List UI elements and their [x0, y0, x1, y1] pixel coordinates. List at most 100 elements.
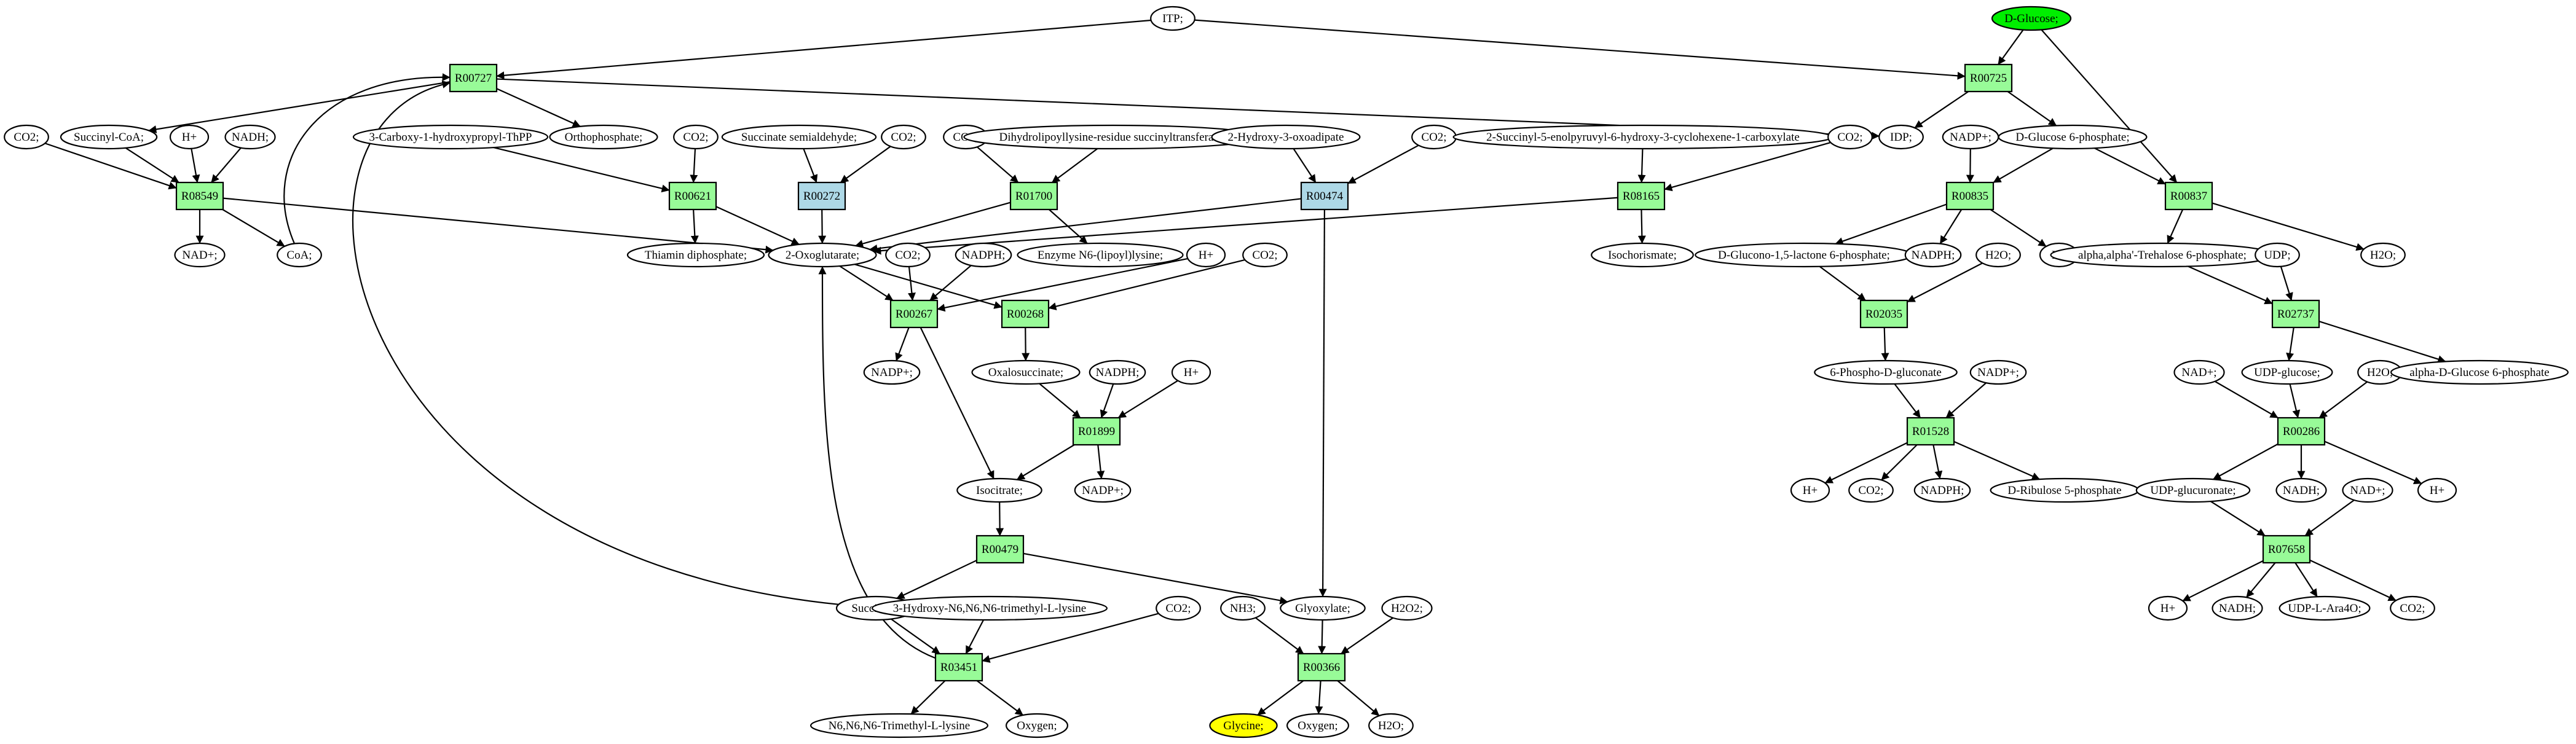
reaction-node[interactable]: R00286: [2277, 417, 2326, 446]
compound-node[interactable]: CoA;: [277, 242, 322, 268]
compound-node[interactable]: N6,N6,N6-Trimethyl-L-lysine: [809, 713, 988, 738]
reaction-node[interactable]: R01528: [1906, 417, 1955, 446]
start-compound-node[interactable]: D-Glucose;: [1991, 6, 2072, 31]
compound-node[interactable]: D-Glucose 6-phosphate;: [1998, 124, 2148, 150]
node-label: Enzyme N6-(lipoyl)lysine;: [1038, 249, 1163, 262]
compound-node[interactable]: UDP;: [2255, 242, 2300, 268]
reaction-node[interactable]: R00366: [1297, 652, 1346, 682]
compound-node[interactable]: NADP+;: [1074, 477, 1132, 503]
compound-node[interactable]: NADH;: [2212, 595, 2263, 621]
compound-node[interactable]: H+: [2148, 595, 2188, 621]
compound-node[interactable]: Isocitrate;: [956, 477, 1042, 503]
compound-node[interactable]: NADPH;: [1089, 359, 1146, 385]
compound-node[interactable]: CO2;: [1848, 477, 1894, 503]
reaction-node[interactable]: R08549: [175, 181, 224, 211]
edge-arrow: [977, 146, 1019, 183]
compound-node[interactable]: H+: [1790, 477, 1830, 503]
compound-node[interactable]: H2O;: [2360, 242, 2406, 268]
compound-node[interactable]: 2-Oxoglutarate;: [768, 242, 877, 268]
reaction-node[interactable]: R00727: [449, 63, 498, 93]
compound-node[interactable]: NAD+;: [174, 242, 226, 268]
compound-node[interactable]: 2-Hydroxy-3-oxoadipate: [1211, 124, 1361, 150]
compound-node[interactable]: NADPH;: [1913, 477, 1971, 503]
compound-node[interactable]: Oxygen;: [1005, 713, 1068, 738]
reaction-node[interactable]: R00267: [889, 299, 939, 329]
compound-node[interactable]: Orthophosphate;: [549, 124, 658, 150]
compound-node[interactable]: Isochorismate;: [1591, 242, 1694, 268]
compound-node[interactable]: 3-Carboxy-1-hydroxypropyl-ThPP: [352, 124, 549, 150]
compound-node[interactable]: ITP;: [1150, 6, 1195, 31]
compound-node[interactable]: NADPH;: [1904, 242, 1962, 268]
compound-node[interactable]: alpha,alpha'-Trehalose 6-phosphate;: [2050, 242, 2275, 268]
compound-node[interactable]: Succinyl-CoA;: [60, 124, 158, 150]
reaction-node[interactable]: R00621: [668, 181, 717, 211]
compound-node[interactable]: NADP+;: [1942, 124, 1999, 150]
reaction-node[interactable]: R01700: [1009, 181, 1058, 211]
reaction-node[interactable]: R00479: [975, 535, 1025, 564]
compound-node[interactable]: CO2;: [1827, 124, 1873, 150]
compound-node[interactable]: UDP-glucose;: [2241, 359, 2333, 385]
reaction-node[interactable]: R00837: [2164, 181, 2213, 211]
compound-node[interactable]: NADH;: [224, 124, 276, 150]
compound-node[interactable]: Oxygen;: [1286, 713, 1350, 738]
compound-ellipse: [1074, 477, 1132, 503]
compound-node[interactable]: IDP;: [1878, 124, 1924, 150]
edge-arrow: [855, 202, 1011, 248]
compound-node[interactable]: CO2;: [881, 124, 926, 150]
compound-node[interactable]: NADP+;: [863, 359, 921, 385]
compound-node[interactable]: CO2;: [2390, 595, 2435, 621]
compound-node[interactable]: CO2;: [4, 124, 49, 150]
node-label: CO2;: [1165, 602, 1191, 615]
compound-node[interactable]: UDP-glucuronate;: [2135, 477, 2251, 503]
compound-node[interactable]: CO2;: [673, 124, 719, 150]
compound-node[interactable]: NH3;: [1220, 595, 1266, 621]
compound-node[interactable]: Thiamin diphosphate;: [626, 242, 765, 268]
edge-arrow: [1932, 444, 1943, 479]
reaction-node[interactable]: R00474: [1300, 181, 1349, 211]
reaction-node[interactable]: R02035: [1859, 299, 1908, 329]
compound-node[interactable]: D-Ribulose 5-phosphate: [1990, 477, 2140, 503]
compound-node[interactable]: H+: [2417, 477, 2457, 503]
compound-node[interactable]: H+: [1171, 359, 1211, 385]
compound-node[interactable]: 3-Hydroxy-N6,N6,N6-trimethyl-L-lysine: [871, 595, 1108, 621]
compound-node[interactable]: H2O;: [1368, 713, 1414, 738]
compound-node[interactable]: CO2;: [1411, 124, 1457, 150]
target-compound-node[interactable]: Glycine;: [1209, 713, 1278, 738]
compound-node[interactable]: H2O2;: [1381, 595, 1433, 621]
compound-node[interactable]: 2-Succinyl-5-enolpyruvyl-6-hydroxy-3-cyc…: [1452, 124, 1834, 150]
reaction-box: [2164, 181, 2213, 211]
compound-node[interactable]: Oxalosuccinate;: [971, 359, 1081, 385]
compound-node[interactable]: NADH;: [2275, 477, 2327, 503]
compound-node[interactable]: Succinate semialdehyde;: [721, 124, 877, 150]
reaction-node[interactable]: R00725: [1964, 63, 2013, 93]
compound-node[interactable]: alpha-D-Glucose 6-phosphate: [2390, 359, 2569, 385]
reaction-node[interactable]: R00835: [1945, 181, 1995, 211]
compound-node[interactable]: CO2;: [885, 242, 931, 268]
compound-node[interactable]: H+: [169, 124, 210, 150]
reaction-node[interactable]: R00268: [1001, 299, 1050, 329]
edge-arrow: [869, 198, 1302, 253]
compound-node[interactable]: Glyoxylate;: [1280, 595, 1366, 621]
reaction-node[interactable]: R07658: [2262, 535, 2311, 564]
compound-node[interactable]: NADPH;: [955, 242, 1012, 268]
node-label: H2O2;: [1391, 602, 1423, 615]
edge-arrow: [222, 209, 285, 247]
compound-node[interactable]: D-Glucono-1,5-lactone 6-phosphate;: [1695, 242, 1913, 268]
compound-node[interactable]: UDP-L-Ara4O;: [2279, 595, 2371, 621]
reaction-node[interactable]: R03451: [934, 652, 983, 682]
compound-node[interactable]: 6-Phospho-D-gluconate: [1814, 359, 1958, 385]
node-label: UDP-glucuronate;: [2150, 484, 2235, 497]
compound-node[interactable]: NAD+;: [2342, 477, 2393, 503]
edge-arrow: [1039, 383, 1081, 418]
reaction-node[interactable]: R02737: [2271, 299, 2320, 329]
compound-node[interactable]: CO2;: [1242, 242, 1288, 268]
reaction-node[interactable]: R01899: [1072, 417, 1121, 446]
compound-node[interactable]: H+: [1186, 242, 1226, 268]
compound-node[interactable]: NAD+;: [2173, 359, 2225, 385]
compound-node[interactable]: H2O;: [1975, 242, 2021, 268]
reaction-node[interactable]: R08165: [1617, 181, 1666, 211]
reaction-node[interactable]: R00272: [797, 181, 846, 211]
compound-node[interactable]: Enzyme N6-(lipoyl)lysine;: [1017, 242, 1184, 268]
compound-node[interactable]: CO2;: [1156, 595, 1201, 621]
compound-node[interactable]: NADP+;: [1969, 359, 2027, 385]
